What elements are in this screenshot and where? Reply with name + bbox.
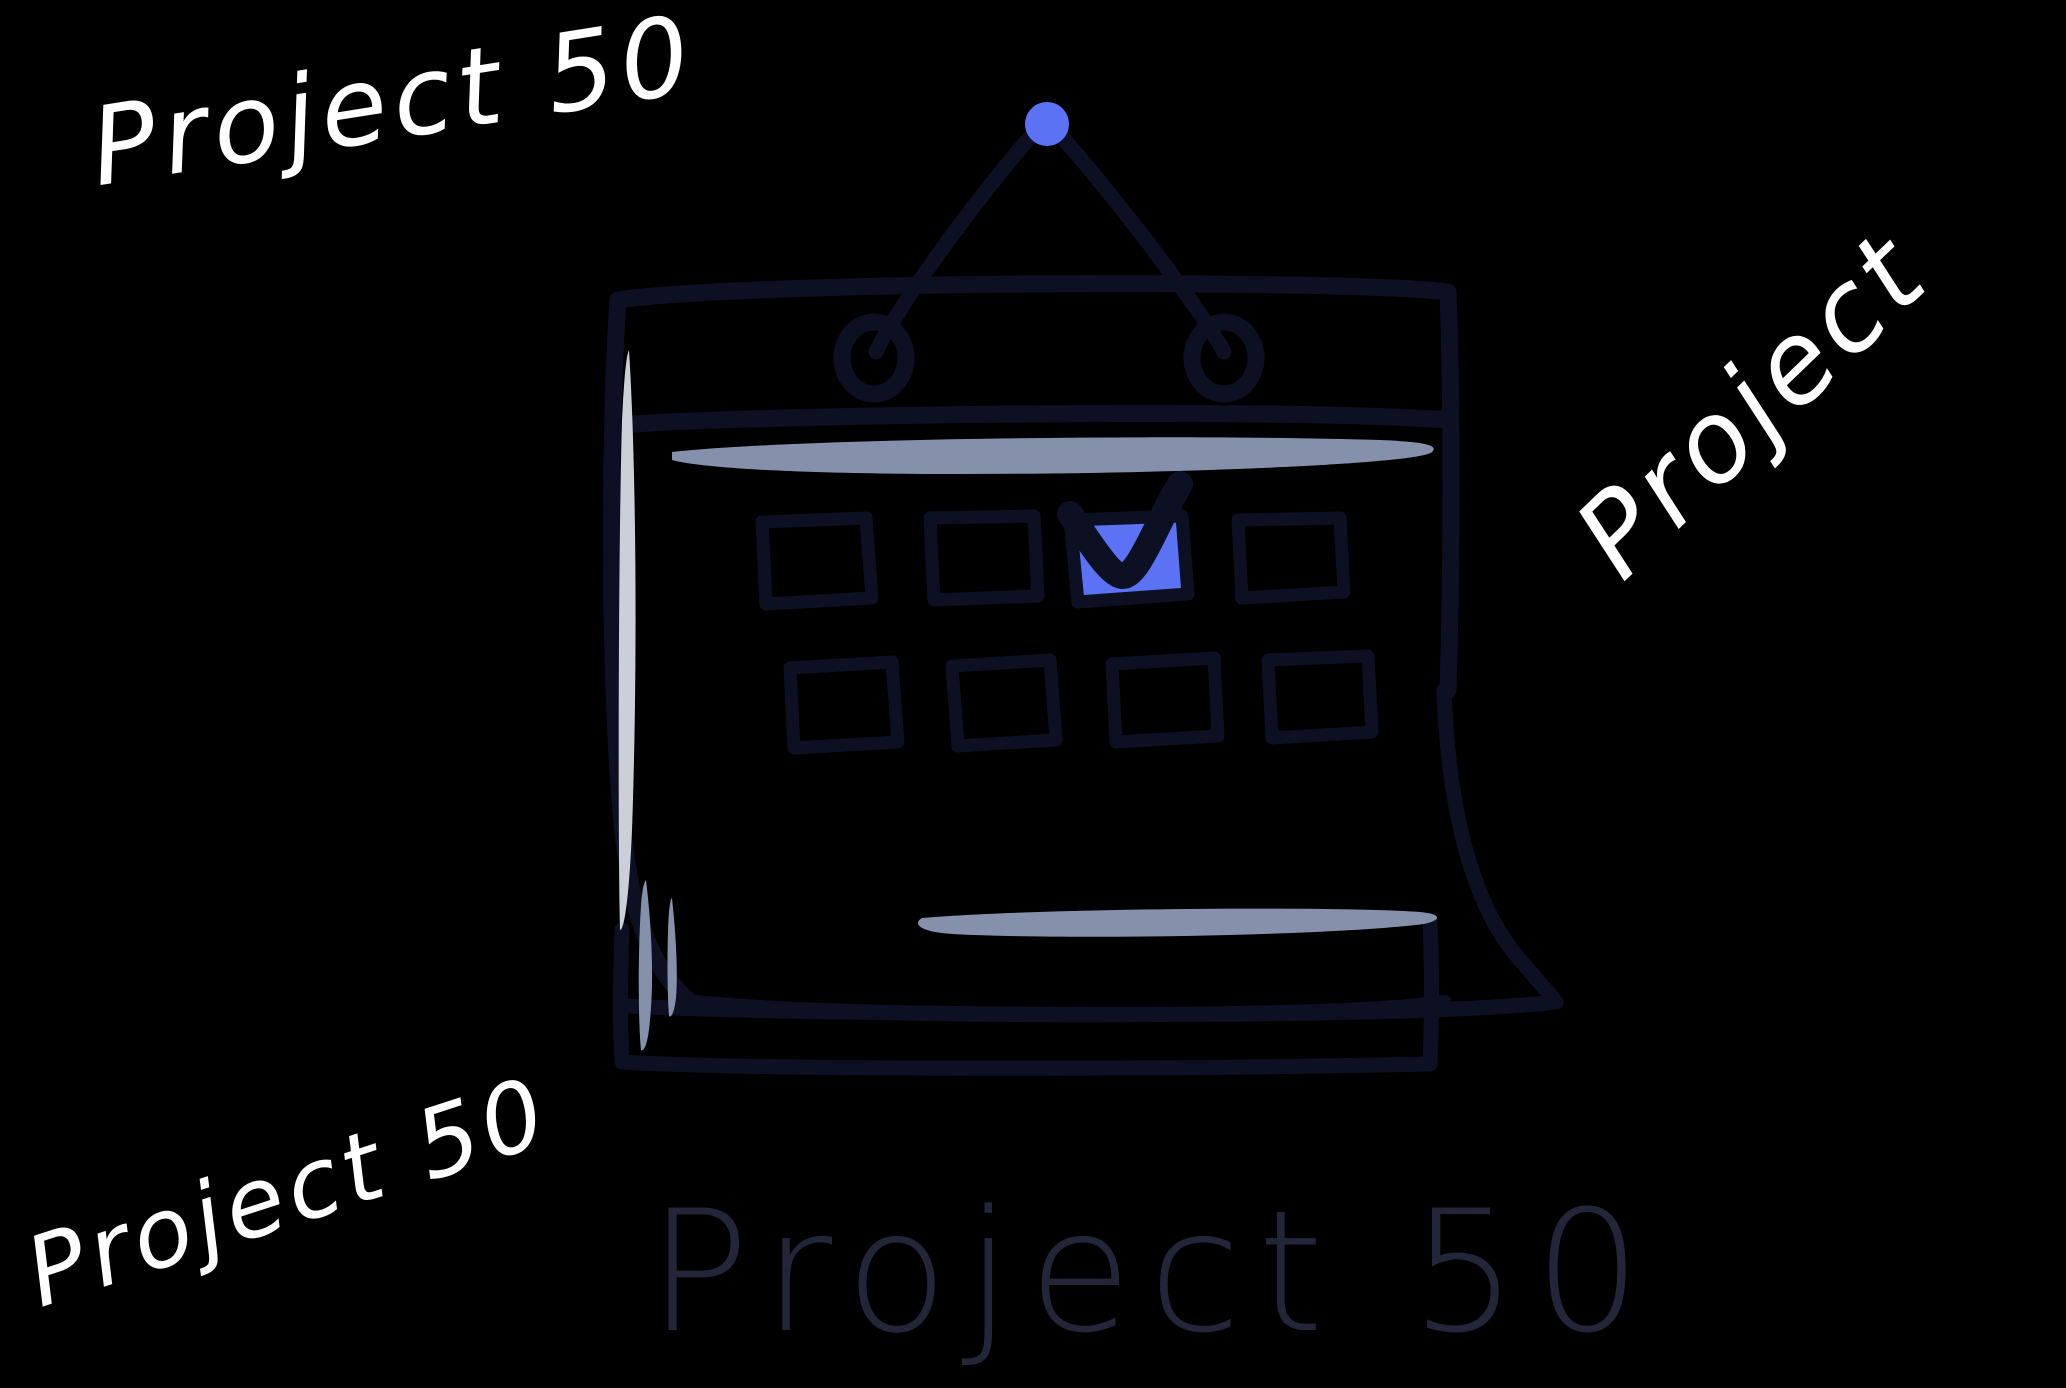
calendar-day-box[interactable]	[1261, 649, 1379, 745]
check-icon	[1057, 471, 1193, 589]
hanging-pin-dot	[1025, 102, 1069, 146]
calendar-page-curl	[620, 682, 1564, 1022]
calendar-day-box[interactable]	[783, 655, 905, 755]
calendar-hanger-rings	[833, 313, 1265, 403]
calendar-day-box[interactable]	[1231, 511, 1351, 605]
calendar-day-box-checked[interactable]	[1057, 471, 1195, 609]
calendar-body-outline	[603, 275, 1460, 1076]
calendar-day-row-1	[755, 471, 1351, 611]
calendar-header-divider	[625, 404, 1455, 433]
calendar-day-box[interactable]	[945, 653, 1063, 753]
calendar-hanger-cord	[868, 114, 1232, 360]
calendar-edge-highlights	[618, 350, 677, 1051]
calendar-day-box[interactable]	[755, 511, 879, 611]
calendar-day-row-2	[783, 649, 1379, 755]
calendar-title-placeholder-bar	[672, 437, 1434, 474]
calendar-footer-placeholder-bar	[917, 908, 1438, 937]
calendar-day-box[interactable]	[923, 509, 1045, 607]
page-title: Project 50	[648, 1174, 1658, 1370]
calendar-day-box[interactable]	[1105, 651, 1225, 749]
